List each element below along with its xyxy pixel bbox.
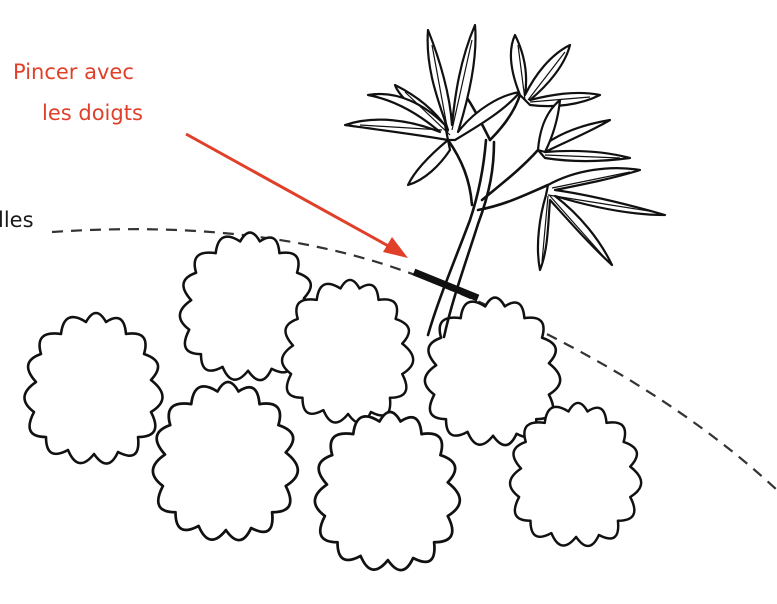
leaf-veins <box>360 40 655 262</box>
foliage-clump <box>24 313 162 464</box>
leaf <box>408 140 450 185</box>
arrow-head-icon <box>383 237 408 258</box>
foliage-clump <box>153 382 298 540</box>
shoot-leaves <box>345 25 665 270</box>
leaf <box>345 94 448 140</box>
foliage-clumps <box>24 233 641 571</box>
foliage-clump <box>315 412 460 570</box>
foliage-clump <box>282 280 413 423</box>
foliage-clump <box>510 403 641 546</box>
leaves-label-fragment: lles <box>0 210 34 231</box>
pinch-label-line1: Pincer avec <box>13 62 134 83</box>
arrow-shaft <box>186 134 392 248</box>
pinch-mark <box>414 272 478 298</box>
pinch-label-line2: les doigts <box>42 103 143 124</box>
